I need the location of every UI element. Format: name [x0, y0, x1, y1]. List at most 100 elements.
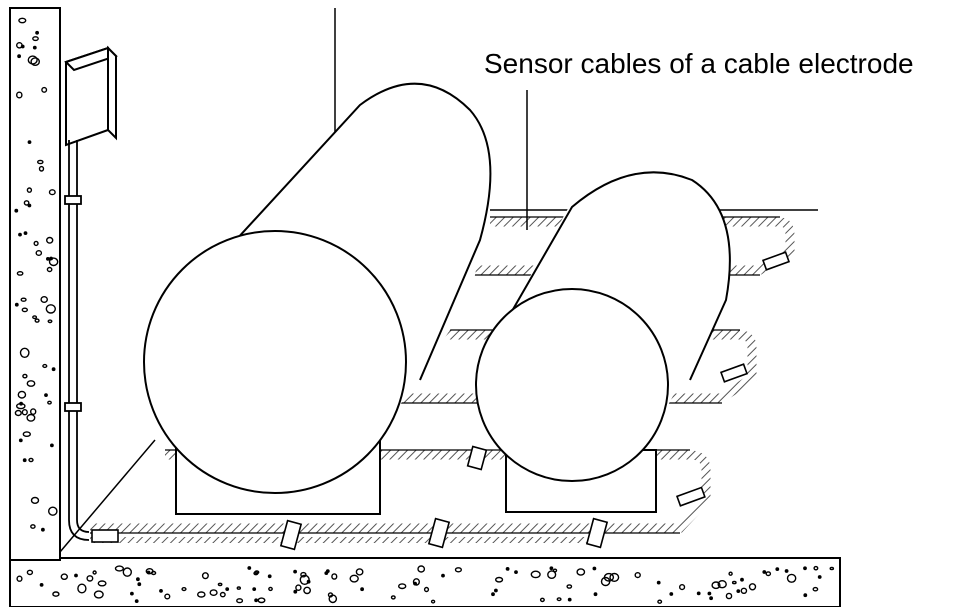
concrete-speckle	[762, 570, 767, 574]
cable-clamps	[91, 251, 791, 551]
concrete-speckle	[717, 580, 727, 589]
concrete-speckle	[493, 588, 498, 593]
concrete-floor	[9, 557, 841, 607]
concrete-speckle	[669, 592, 674, 596]
concrete-speckle	[22, 373, 28, 379]
concrete-speckle	[603, 572, 615, 582]
concrete-speckle	[236, 598, 244, 604]
concrete-speckle	[129, 591, 134, 596]
concrete-speckle	[32, 36, 39, 42]
concrete-speckle	[32, 315, 38, 320]
concrete-speckle	[92, 570, 97, 575]
concrete-speckle	[134, 599, 139, 603]
small-tank	[475, 171, 731, 513]
concrete-speckle	[725, 592, 733, 600]
large-tank-end	[143, 230, 407, 494]
concrete-speckle	[135, 577, 140, 582]
concrete-speckle	[360, 587, 364, 592]
concrete-speckle	[37, 159, 44, 165]
concrete-speckle	[709, 596, 713, 601]
concrete-speckle	[327, 592, 334, 598]
concrete-speckle	[505, 567, 510, 571]
concrete-speckle	[21, 409, 28, 416]
concrete-speckle	[30, 408, 37, 415]
concrete-speckle	[30, 496, 40, 505]
concrete-speckle	[18, 17, 27, 24]
concrete-speckle	[30, 57, 41, 66]
concrete-speckle	[539, 597, 545, 603]
concrete-speckle	[306, 579, 311, 584]
concrete-speckle	[267, 574, 272, 579]
concrete-speckle	[324, 571, 329, 575]
concrete-speckle	[146, 570, 151, 575]
concrete-speckle	[398, 583, 407, 590]
concrete-speckle	[775, 567, 780, 571]
concrete-speckle	[657, 599, 663, 604]
concrete-speckle	[254, 598, 259, 603]
concrete-speckle	[656, 580, 661, 585]
concrete-speckle	[592, 566, 597, 571]
concrete-speckle	[35, 249, 43, 256]
concrete-speckle	[28, 457, 34, 463]
concrete-speckle	[247, 566, 252, 570]
concrete-speckle	[21, 307, 28, 313]
concrete-speckle	[23, 200, 30, 206]
concrete-speckle	[549, 566, 554, 571]
concrete-speckle	[164, 593, 171, 600]
concrete-speckle	[41, 527, 45, 532]
concrete-speckle	[46, 256, 50, 261]
concrete-speckle	[252, 587, 257, 591]
concrete-speckle	[26, 380, 36, 387]
concrete-speckle	[219, 591, 226, 598]
concrete-speckle	[390, 595, 396, 600]
concrete-speckle	[417, 565, 426, 573]
concrete-speckle	[35, 30, 39, 35]
concrete-speckle	[829, 566, 835, 571]
concrete-speckle	[295, 584, 302, 592]
concrete-speckle	[48, 257, 59, 267]
concrete-speckle	[441, 573, 445, 578]
concrete-speckle	[552, 568, 558, 573]
sensor-cables	[90, 216, 795, 543]
junction-box	[64, 45, 118, 147]
concrete-speckle	[303, 586, 311, 595]
concrete-speckle	[122, 567, 133, 577]
concrete-speckle	[784, 569, 789, 573]
concrete-speckle	[14, 208, 19, 213]
concrete-speckle	[331, 573, 338, 580]
concrete-speckle	[47, 319, 53, 324]
concrete-speckle	[14, 409, 22, 417]
concrete-speckle	[93, 590, 104, 599]
concrete-speckle	[60, 573, 69, 581]
concrete-speckle	[196, 591, 206, 598]
concrete-speckle	[19, 347, 30, 358]
concrete-speckle	[491, 592, 495, 597]
concrete-speckle	[711, 581, 721, 590]
concrete-speckle	[736, 589, 741, 593]
concrete-speckle	[740, 587, 748, 594]
concrete-speckle	[634, 571, 641, 579]
concrete-speckle	[97, 580, 107, 587]
concrete-speckle	[530, 570, 541, 579]
concrete-speckle	[27, 55, 38, 65]
concrete-speckle	[50, 443, 54, 448]
concrete-speckle	[46, 266, 53, 273]
concrete-speckle	[114, 565, 125, 572]
concrete-speckle	[678, 583, 686, 591]
concrete-speckle	[41, 86, 48, 93]
concrete-speckle	[217, 582, 223, 587]
concrete-speckle	[412, 578, 421, 586]
concrete-speckle	[707, 591, 712, 596]
concrete-speckle	[728, 571, 733, 576]
concrete-speckle	[812, 586, 819, 592]
concrete-speckle	[803, 593, 808, 598]
concrete-speckle	[32, 45, 37, 50]
concrete-speckle	[696, 591, 701, 596]
concrete-speckle	[18, 232, 22, 237]
concrete-speckle	[77, 583, 87, 594]
concrete-speckle	[576, 568, 586, 576]
concrete-speckle	[17, 54, 21, 59]
concrete-speckle	[86, 575, 94, 582]
small-tank-end	[475, 288, 669, 482]
concrete-speckle	[355, 568, 364, 576]
